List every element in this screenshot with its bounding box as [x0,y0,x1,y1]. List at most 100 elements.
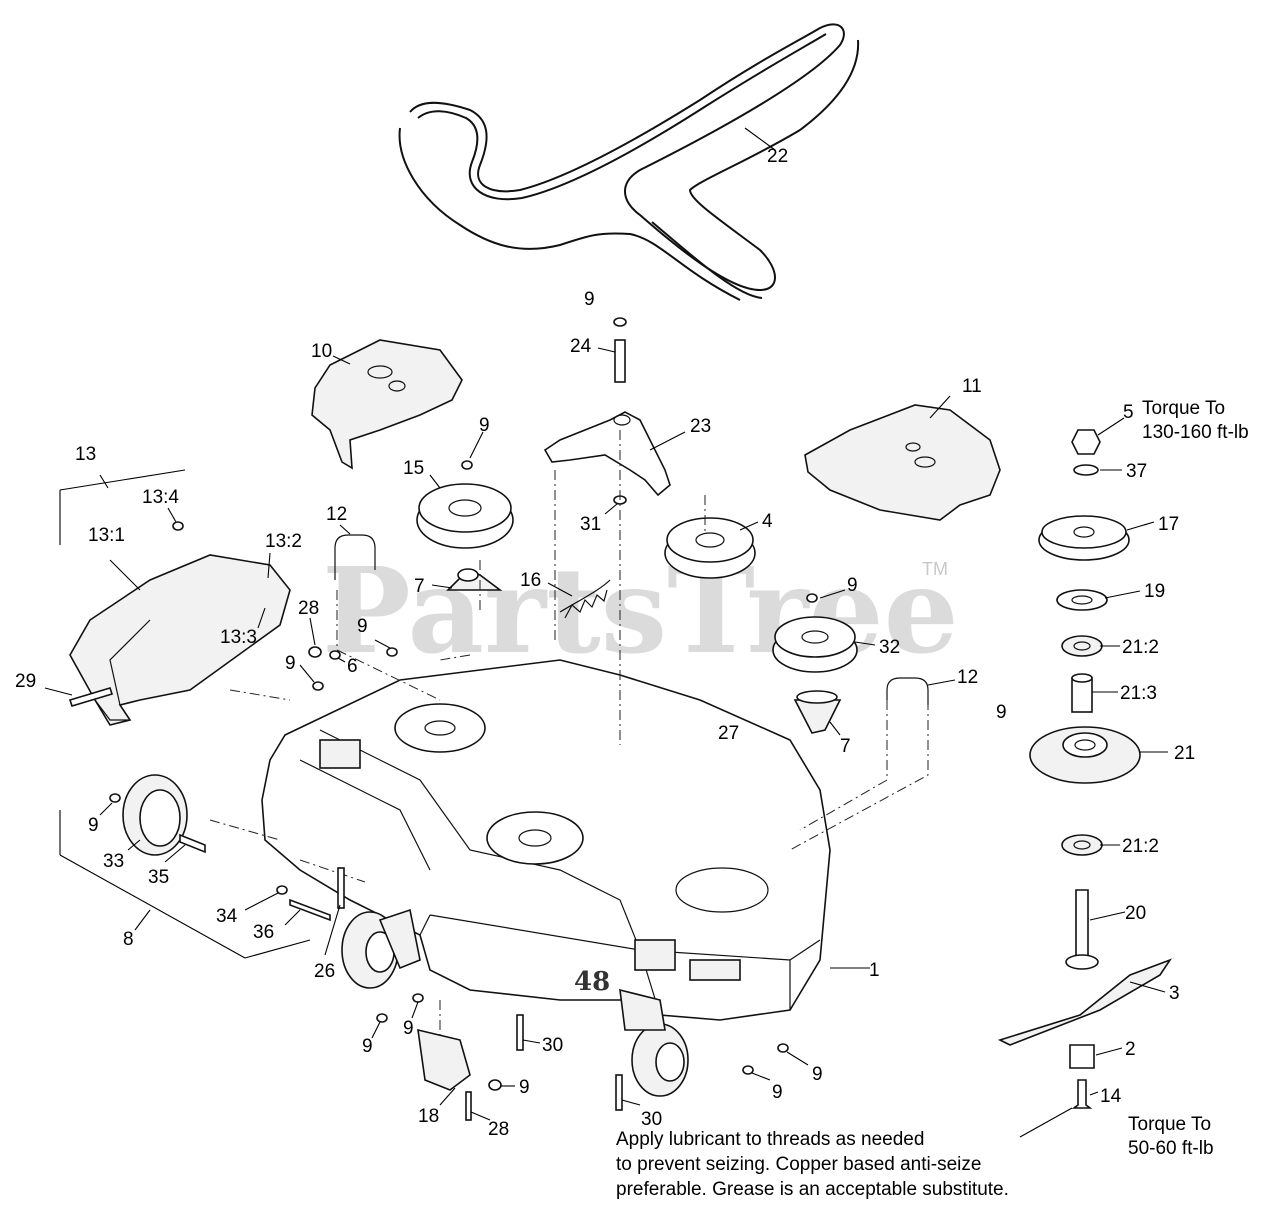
nut-9-j [742,1065,754,1075]
callout-28b: 28 [488,1119,509,1140]
leader-5 [1097,417,1125,436]
leader-9k [786,1051,809,1066]
deck-1-pulley-left [394,703,486,753]
pulley-15-top [418,483,512,533]
leader-15 [429,474,441,489]
pulley-32-top [774,616,856,658]
spindle-shaft-20 [1067,889,1097,961]
align-line-13 [229,689,291,701]
callout-16: 16 [520,570,541,591]
callout-21-3: 21:3 [1120,683,1157,704]
leader-10 [332,355,351,365]
callout-27: 27 [718,723,739,744]
leader-13-1 [109,559,141,591]
cover-11-hole [905,442,921,452]
pulley-17-hub [1073,526,1095,538]
callout-7a: 7 [414,576,425,597]
leader-20 [1089,911,1126,921]
leader-29 [44,687,73,696]
washer-37 [1073,464,1099,476]
callout-13-3: 13:3 [220,627,257,648]
spindle-shaft-20-flange [1065,954,1099,970]
spring-16 [559,579,611,619]
bolt-30a [516,1014,524,1051]
callout-9k: 9 [772,1082,783,1103]
callout-14: 14 [1100,1086,1122,1107]
deck-1-decal-left [319,739,361,769]
callout-33: 33 [103,851,124,872]
callout-9i: 9 [362,1036,373,1057]
callout-21: 21 [1174,743,1195,764]
nut-9-pulley-32 [806,593,818,603]
spindle-housing-21-bore [1074,739,1096,751]
leader-9h [371,1021,381,1039]
cover-11-knob [914,456,936,468]
deck-1-pulley-left-hub [424,720,456,736]
torque-bottom-line2: 50-60 ft-lb [1128,1138,1214,1159]
leader-19 [1104,590,1141,599]
callout-1: 1 [869,960,880,981]
leader-35 [164,844,186,863]
bolt-26 [337,867,345,909]
leader-9f [99,802,113,816]
cover-11 [804,404,1001,521]
leader-14 [1089,1091,1099,1096]
callout-17: 17 [1158,514,1179,535]
baffle-13-fold [94,619,151,721]
deck-1-pulley-center [486,811,584,865]
bearing-21-2-bottom-inner [1073,840,1091,850]
leader-11 [929,395,951,419]
note-line3: preferable. Grease is an acceptable subs… [616,1179,1009,1200]
callout-29: 29 [15,671,36,692]
callout-8: 8 [123,929,134,950]
callout-13: 13 [75,444,96,465]
wheel-front-right-rim [655,1042,685,1082]
torque-top-line1: Torque To [1142,398,1225,419]
leader-3 [1129,981,1166,993]
callout-9b: 9 [479,415,490,436]
deck-1-skirt [419,914,821,1016]
u-bolt-12-left [334,534,376,580]
callout-26: 26 [314,961,335,982]
callout-9h: 9 [403,1018,414,1039]
leader-16 [547,582,573,597]
leader-13-2 [267,552,271,579]
callout-21-2b: 21:2 [1122,836,1159,857]
belt [409,23,860,292]
leader-9b [469,431,484,459]
leader-9c [819,589,846,599]
bolt-36 [289,898,331,922]
idler-arm-pivot [613,414,631,426]
bearing-21-2-top [1061,635,1103,657]
callout-30b: 30 [641,1109,662,1130]
align-line-12b-2 [789,700,929,851]
deck-1-decal-front-2 [634,939,676,971]
cover-10-knob [367,365,393,379]
wheel-front-left-bracket [378,908,421,970]
leader-36 [284,909,301,926]
bolt-35 [179,833,206,854]
leader-26 [324,904,341,956]
leader-28a [309,617,316,646]
washer-19-hole [1071,595,1093,605]
leader-7a [431,584,453,589]
leader-28b [470,1111,491,1121]
nut-9-k [777,1043,789,1053]
deck-1-decal-front [689,959,741,981]
callout-10: 10 [311,341,332,362]
bearing-21-2-bottom [1061,834,1103,856]
callout-4: 4 [762,511,773,532]
callout-37: 37 [1126,461,1147,482]
leader-12a [339,524,351,535]
callout-3: 3 [1169,983,1180,1004]
callout-9c: 9 [847,575,858,596]
cone-7-right [793,699,842,734]
pulley-17-top [1041,515,1127,549]
leader-18 [439,1087,456,1106]
bolt-30b [615,1074,623,1111]
leader-6 [337,657,346,663]
leader-33 [127,839,141,851]
spacer-24 [614,339,626,383]
pin-13-4 [172,521,184,531]
bracket-8-bottom [59,854,246,959]
